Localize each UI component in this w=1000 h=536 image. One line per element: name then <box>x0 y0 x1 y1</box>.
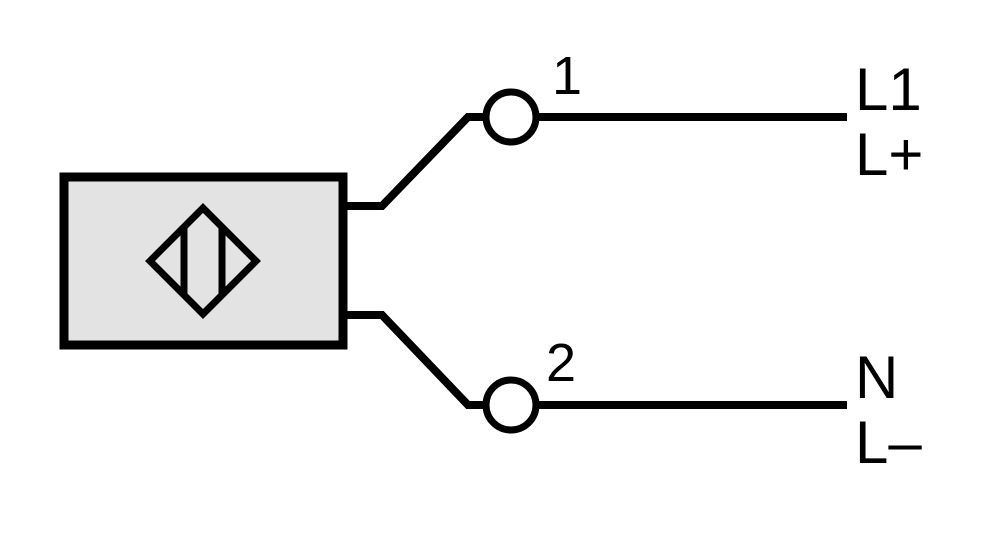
terminal-2 <box>482 376 540 434</box>
supply-label-n: N <box>855 344 898 411</box>
wire-terminal-2 <box>345 311 486 409</box>
wire-terminal-1 <box>345 113 486 210</box>
supply-label-l-plus: L+ <box>855 121 923 188</box>
sensor-box <box>59 172 348 350</box>
sensor-symbol-icon <box>145 203 261 319</box>
supply-label-l1: L1 <box>855 56 922 123</box>
terminal-1-number: 1 <box>552 46 582 106</box>
terminal-1 <box>482 88 540 146</box>
supply-label-l-minus: L– <box>855 409 922 476</box>
terminal-2-number: 2 <box>546 333 576 393</box>
